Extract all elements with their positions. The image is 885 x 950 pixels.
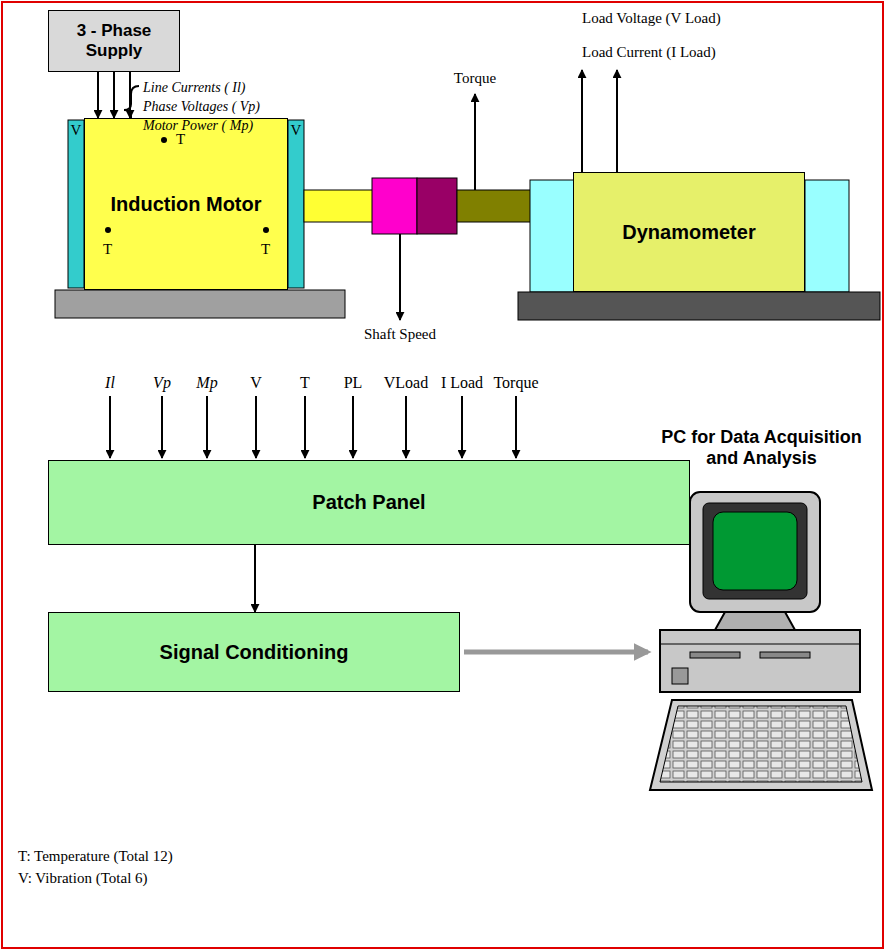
signal-conditioning-box: Signal Conditioning xyxy=(48,612,460,692)
connector xyxy=(255,545,256,612)
supply-box: 3 - Phase Supply xyxy=(48,10,180,72)
connector xyxy=(98,72,130,118)
motor-shaft xyxy=(304,190,374,222)
motor-box: Induction Motor xyxy=(84,118,288,290)
diagram-label: T xyxy=(103,241,112,258)
dyno-base xyxy=(518,292,880,320)
dyno-mount xyxy=(530,180,574,292)
node-label: Signal Conditioning xyxy=(160,641,349,664)
diagram-label: Il xyxy=(105,374,115,392)
node-label: Induction Motor xyxy=(110,193,261,216)
diagram-label: I Load xyxy=(441,374,483,392)
diagram-label: Shaft Speed xyxy=(364,326,436,343)
diagram-label: PL xyxy=(344,374,363,392)
vibration-mount xyxy=(68,120,84,288)
coupling xyxy=(417,178,457,234)
diagram-label: Line Currents ( Il) xyxy=(143,80,246,95)
diagram-label: T xyxy=(261,241,270,258)
signal-arrow xyxy=(616,70,618,172)
diagram-label: Torque xyxy=(454,70,496,87)
diagram-label: VLoad xyxy=(384,374,428,392)
pc-node: PC for Data Acquisition and Analysis xyxy=(640,425,883,795)
diagram-label: T: Temperature (Total 12) xyxy=(18,848,173,865)
coupling xyxy=(372,178,417,234)
diagram-label: Vp xyxy=(153,374,171,392)
diagram-label: T xyxy=(176,131,185,148)
connector xyxy=(464,652,648,653)
speed-arrow xyxy=(399,234,401,320)
sensor-dot xyxy=(263,227,269,233)
node-label: PC for Data Acquisition and Analysis xyxy=(644,427,879,468)
signal-arrow xyxy=(581,70,583,172)
patch-panel-box: Patch Panel xyxy=(48,460,690,545)
sensor-dot xyxy=(105,227,111,233)
diagram-label: V xyxy=(250,374,262,392)
load-shaft xyxy=(457,190,532,222)
diagram-label: T xyxy=(300,374,310,392)
dyno-mount xyxy=(805,180,849,292)
node-label: 3 - Phase Supply xyxy=(55,21,173,60)
diagram-label: Load Voltage (V Load) xyxy=(582,10,721,27)
diagram-label: Load Current (I Load) xyxy=(582,44,716,61)
sensor-dot xyxy=(161,137,167,143)
diagram-label: V: Vibration (Total 6) xyxy=(18,870,148,887)
node-label: Patch Panel xyxy=(312,491,425,514)
torque-arrow xyxy=(474,94,476,190)
signal-arrows xyxy=(110,396,516,458)
dynamometer-box: Dynamometer xyxy=(573,172,805,292)
diagram-label: Torque xyxy=(493,374,538,392)
diagram-label: Motor Power ( Mp) xyxy=(143,118,253,133)
motor-base xyxy=(55,290,345,318)
diagram-label: Phase Voltages ( Vp) xyxy=(143,99,260,114)
diagram-label: V xyxy=(71,122,82,139)
vibration-mount xyxy=(288,120,304,288)
diagram-label: V xyxy=(291,122,302,139)
diagram-label: Mp xyxy=(196,374,217,392)
node-label: Dynamometer xyxy=(622,221,755,244)
